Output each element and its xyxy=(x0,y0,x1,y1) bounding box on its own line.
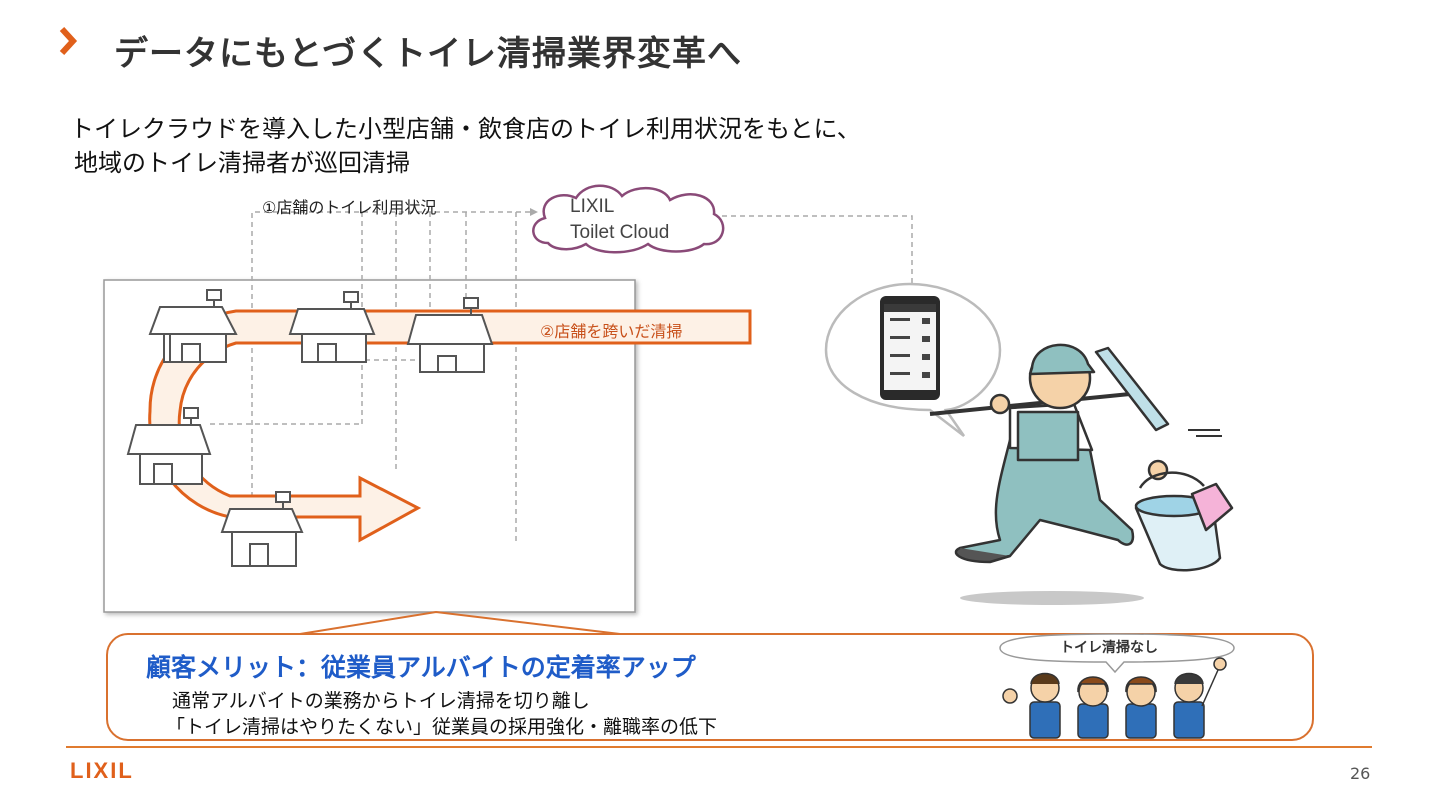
merit-title: 顧客メリット：従業員アルバイトの定着率アップ xyxy=(146,653,696,682)
cloud-icon xyxy=(532,184,725,254)
thought-bubble xyxy=(999,633,1235,674)
cleaner-illustration xyxy=(929,343,1234,605)
lixil-logo: LIXIL xyxy=(70,758,134,783)
subtitle-line-1: トイレクラウドを導入した小型店舗・飲食店のトイレ利用状況をもとに、 xyxy=(70,115,861,143)
staff-person xyxy=(1002,672,1061,739)
cloud-label-line-1: LIXIL xyxy=(570,196,615,217)
store-icon xyxy=(126,289,494,567)
bubble-text: トイレ清掃なし xyxy=(1060,640,1158,656)
staff-person xyxy=(1125,676,1157,739)
subtitle: トイレクラウドを導入した小型店舗・飲食店のトイレ利用状況をもとに、 地域のトイレ… xyxy=(70,112,861,180)
merit-line-1: 通常アルバイトの業務からトイレ清掃を切り離し xyxy=(172,690,590,712)
usage-label: ①店舗のトイレ利用状況 xyxy=(262,198,437,217)
callout-pointer xyxy=(299,610,621,635)
staff-illustration xyxy=(999,633,1235,739)
merit-line-2: 「トイレ清掃はやりたくない」従業員の採用強化・離職率の低下 xyxy=(166,716,718,738)
cloud-label-line-2: Toilet Cloud xyxy=(570,222,670,243)
chevron-right-icon xyxy=(59,26,78,56)
cloud-label: LIXIL Toilet Cloud xyxy=(570,194,669,246)
subtitle-line-2: 地域のトイレ清掃者が巡回清掃 xyxy=(74,149,410,177)
footer-divider xyxy=(66,746,1372,748)
staff-person xyxy=(1077,676,1109,739)
connector-arrow-head xyxy=(530,208,538,216)
shadow xyxy=(960,591,1144,605)
cleaning-label: ②店舗を跨いだ清掃 xyxy=(540,322,683,341)
page-number: 26 xyxy=(1350,764,1371,783)
smartphone-icon xyxy=(880,296,940,400)
page-title: データにもとづくトイレ清掃業界変革へ xyxy=(114,34,742,74)
staff-person xyxy=(1173,657,1227,739)
